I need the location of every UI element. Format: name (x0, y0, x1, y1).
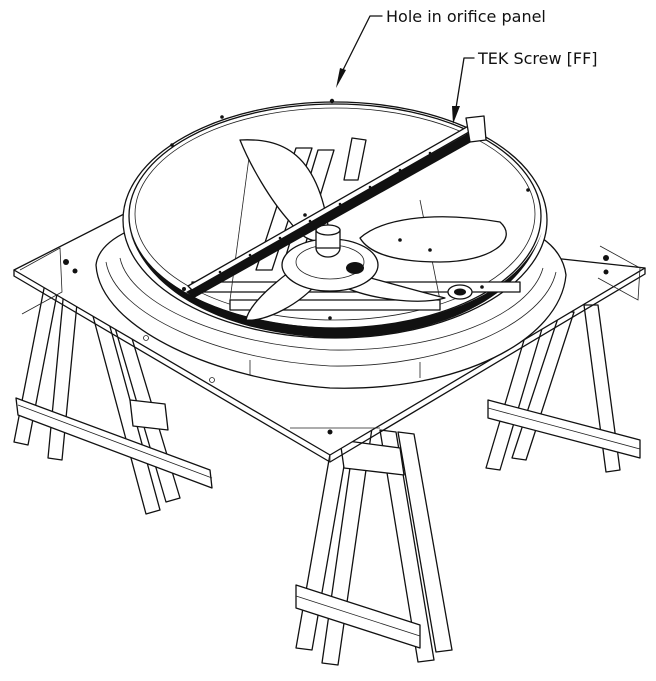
fan-hub (281, 224, 473, 300)
sawhorse-right (485, 304, 641, 473)
callout-hole-in-orifice-panel: Hole in orifice panel (386, 7, 546, 26)
ring-holes (170, 98, 530, 320)
support-bar (186, 115, 487, 298)
fan-blades (239, 139, 507, 321)
fan-ring (122, 101, 548, 339)
callout-tek-screw: TEK Screw [FF] (478, 49, 598, 68)
callout-leaders (336, 15, 475, 124)
sawhorse-front (295, 419, 453, 666)
panel-hole (63, 259, 69, 265)
